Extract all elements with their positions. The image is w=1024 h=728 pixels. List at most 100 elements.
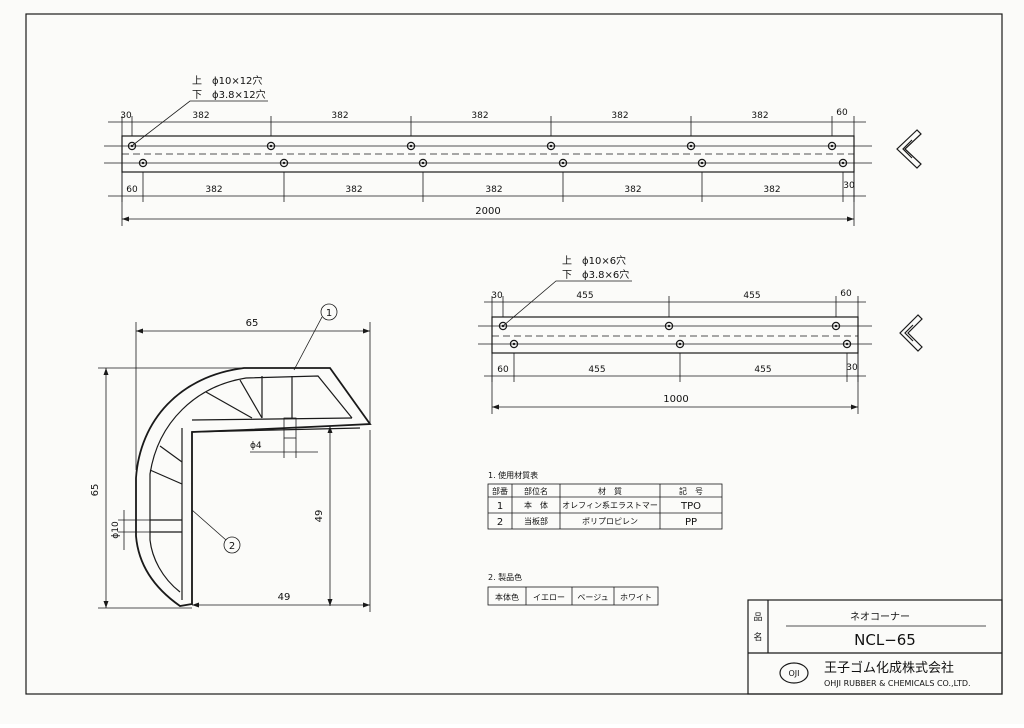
section-phi4-dim: ϕ4 — [250, 441, 262, 451]
short-holes-bottom-note: 下 ϕ3.8×6穴 — [562, 268, 629, 281]
short-total-dim: 1000 — [663, 394, 688, 405]
long-total-arrow-left — [122, 216, 129, 222]
section-rib — [239, 379, 263, 419]
material-table-frame — [487, 483, 723, 530]
long-strip-bottom-hole-center — [561, 161, 565, 165]
long-strip-bottom-hole-center — [282, 161, 286, 165]
short-strip-view: 30 455 455 60 60 455 455 30 1000 上 ϕ10×6… — [478, 254, 923, 414]
section-inner-width-arrow-right — [363, 602, 370, 608]
long-top-dim: 60 — [836, 108, 848, 118]
long-bottom-dim: 382 — [205, 185, 222, 195]
callout-1-number: 1 — [326, 308, 332, 319]
long-strip-bottom-hole — [558, 158, 568, 168]
material-table-cell: 1 — [497, 501, 503, 512]
long-total-arrow-right — [847, 216, 854, 222]
long-strip-top-hole — [266, 141, 276, 151]
short-holes-leader — [502, 280, 632, 327]
short-bottom-dim: 455 — [754, 365, 771, 375]
section-inner-width-arrow-left — [192, 602, 199, 608]
long-strip-bottom-hole-center — [421, 161, 425, 165]
long-holes-leader — [132, 100, 268, 146]
long-strip-top-hole-center — [130, 144, 134, 148]
drawing-border — [25, 13, 1003, 695]
material-table-header: 部番 — [492, 486, 508, 496]
long-strip-bottom-hole-center — [141, 161, 145, 165]
long-bottom-dim: 30 — [843, 181, 855, 191]
long-total-dim: 2000 — [475, 206, 500, 217]
section-inner-shell — [149, 375, 353, 593]
short-strip-bottom-hole — [842, 339, 852, 349]
cross-section-view: 65 65 49 49 ϕ4 ϕ10 1 2 — [90, 303, 372, 612]
long-bottom-dim: 60 — [126, 185, 138, 195]
short-strip-bottom-holes — [509, 339, 852, 349]
long-top-dim: 382 — [751, 111, 768, 121]
material-table-cell: PP — [685, 517, 697, 528]
color-table-cell: ホワイト — [620, 593, 652, 602]
long-strip-top-hole — [406, 141, 416, 151]
title-block-label: 名 — [753, 631, 762, 643]
material-table: 1. 使用材質表 部番 部位名 材 質 記 号 1 本 体 オレフィン系エラスト… — [487, 470, 723, 530]
short-bottom-dim: 455 — [588, 365, 605, 375]
long-holes-bottom-note: 下 ϕ3.8×12穴 — [192, 88, 266, 101]
long-strip-top-hole — [827, 141, 837, 151]
short-strip-bottom-hole-center — [845, 342, 849, 346]
company-logo-mark: OJI — [788, 669, 799, 678]
section-inner-width-dim: 49 — [278, 592, 291, 603]
title-block-frame — [747, 599, 1003, 695]
section-rib — [205, 391, 253, 419]
color-table-cell: ベージュ — [577, 593, 608, 602]
short-bottom-dim: 30 — [846, 363, 858, 373]
long-strip-top-hole-center — [269, 144, 273, 148]
callout-2-bubble — [223, 536, 241, 554]
long-bottom-dim: 382 — [763, 185, 780, 195]
material-table-cell: ポリプロピレン — [582, 517, 638, 526]
callout-2-number: 2 — [229, 541, 235, 552]
section-height-dim: 65 — [90, 484, 101, 497]
section-inner-height-arrow-bottom — [327, 599, 333, 606]
section-pin-hole — [283, 417, 297, 439]
long-strip-top-hole-center — [830, 144, 834, 148]
short-strip-bottom-hole-center — [512, 342, 516, 346]
short-top-dim: 455 — [576, 291, 593, 301]
section-inner-height-arrow-top — [327, 426, 333, 433]
long-strip-top-holes — [127, 141, 837, 151]
long-strip-bottom-hole — [279, 158, 289, 168]
short-strip-top-hole — [831, 321, 841, 331]
long-bottom-dim: 382 — [345, 185, 362, 195]
short-strip-bottom-hole — [675, 339, 685, 349]
short-top-extension-lines — [491, 296, 859, 317]
product-name: ネオコーナー — [850, 611, 910, 623]
short-total-arrow-right — [851, 404, 858, 410]
color-table-title: 2. 製品色 — [488, 572, 522, 582]
long-strip-top-hole — [686, 141, 696, 151]
long-top-dim: 30 — [120, 111, 132, 121]
section-horizontal-plate-a — [191, 417, 353, 421]
long-strip-bottom-hole-center — [700, 161, 704, 165]
long-strip-top-hole — [127, 141, 137, 151]
short-strip-bottom-hole-center — [678, 342, 682, 346]
short-bottom-dim: 60 — [497, 365, 509, 375]
long-strip-top-hole-center — [689, 144, 693, 148]
material-table-cell: 当板部 — [524, 516, 548, 526]
material-table-header: 材 質 — [598, 486, 622, 496]
section-width-arrow-right — [363, 328, 370, 334]
company-logo — [779, 662, 809, 684]
short-strip-outline — [491, 316, 859, 354]
title-block-label: 品 — [753, 612, 762, 623]
short-strip-top-holes — [498, 321, 841, 331]
long-strip-bottom-hole-center — [841, 161, 845, 165]
long-strip-bottom-hole — [138, 158, 148, 168]
long-strip-top-hole-center — [409, 144, 413, 148]
product-code: NCL−65 — [854, 631, 916, 649]
company-name-en: OHJI RUBBER & CHEMICALS CO.,LTD. — [824, 679, 971, 688]
long-top-dim: 382 — [192, 111, 209, 121]
section-rib — [159, 445, 183, 463]
long-top-dim: 382 — [471, 111, 488, 121]
short-top-dim: 30 — [491, 291, 503, 301]
long-strip-top-hole-center — [549, 144, 553, 148]
short-strip-top-hole-center — [667, 324, 671, 328]
long-top-dim: 382 — [611, 111, 628, 121]
long-holes-top-note: 上 ϕ10×12穴 — [192, 74, 262, 87]
section-rib — [149, 469, 183, 485]
